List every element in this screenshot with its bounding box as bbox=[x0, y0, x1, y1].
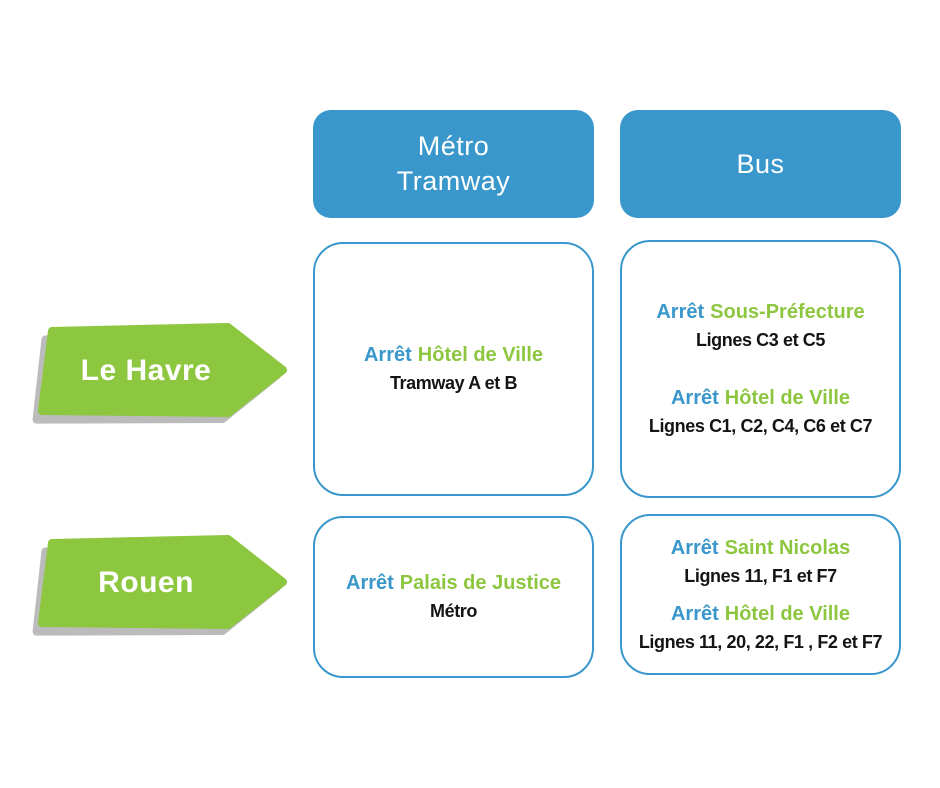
city-label: Le Havre bbox=[80, 354, 212, 387]
lines-detail: Lignes C3 et C5 bbox=[695, 330, 826, 350]
lines-detail: Lignes 11, 20, 22, F1 , F2 et F7 bbox=[638, 631, 883, 652]
arret-prefix: Arrêt bbox=[670, 536, 719, 559]
city-label: Rouen bbox=[98, 566, 194, 599]
lines-detail: Lignes 11, F1 et F7 bbox=[684, 565, 837, 586]
stop-name: Sous-Préfecture bbox=[710, 301, 865, 323]
row-banner-le-havre: Le Havre bbox=[30, 322, 287, 424]
arret-prefix: Arrêt bbox=[670, 602, 719, 625]
column-header-bus: Bus bbox=[620, 110, 901, 218]
arret-prefix: Arrêt bbox=[656, 301, 705, 323]
row-banner-rouen: Rouen bbox=[30, 534, 287, 636]
column-header-metro-tramway: Métro Tramway bbox=[313, 110, 594, 218]
stop-name: Hôtel de Ville bbox=[417, 344, 544, 366]
lines-detail: Métro bbox=[430, 601, 477, 621]
lines-detail: Lignes C1, C2, C4, C6 et C7 bbox=[648, 416, 873, 436]
stop-name: Hôtel de Ville bbox=[724, 387, 851, 409]
stop-name: Hôtel de Ville bbox=[724, 602, 850, 625]
stop-name: Palais de Justice bbox=[399, 572, 561, 594]
lines-detail: Tramway A et B bbox=[389, 373, 518, 393]
arret-prefix: Arrêt bbox=[670, 387, 719, 409]
arret-prefix: Arrêt bbox=[363, 344, 412, 366]
arrow-shape bbox=[32, 323, 287, 424]
arrow-shape bbox=[32, 535, 287, 636]
arret-prefix: Arrêt bbox=[346, 572, 394, 594]
stop-name: Saint Nicolas bbox=[724, 536, 851, 559]
